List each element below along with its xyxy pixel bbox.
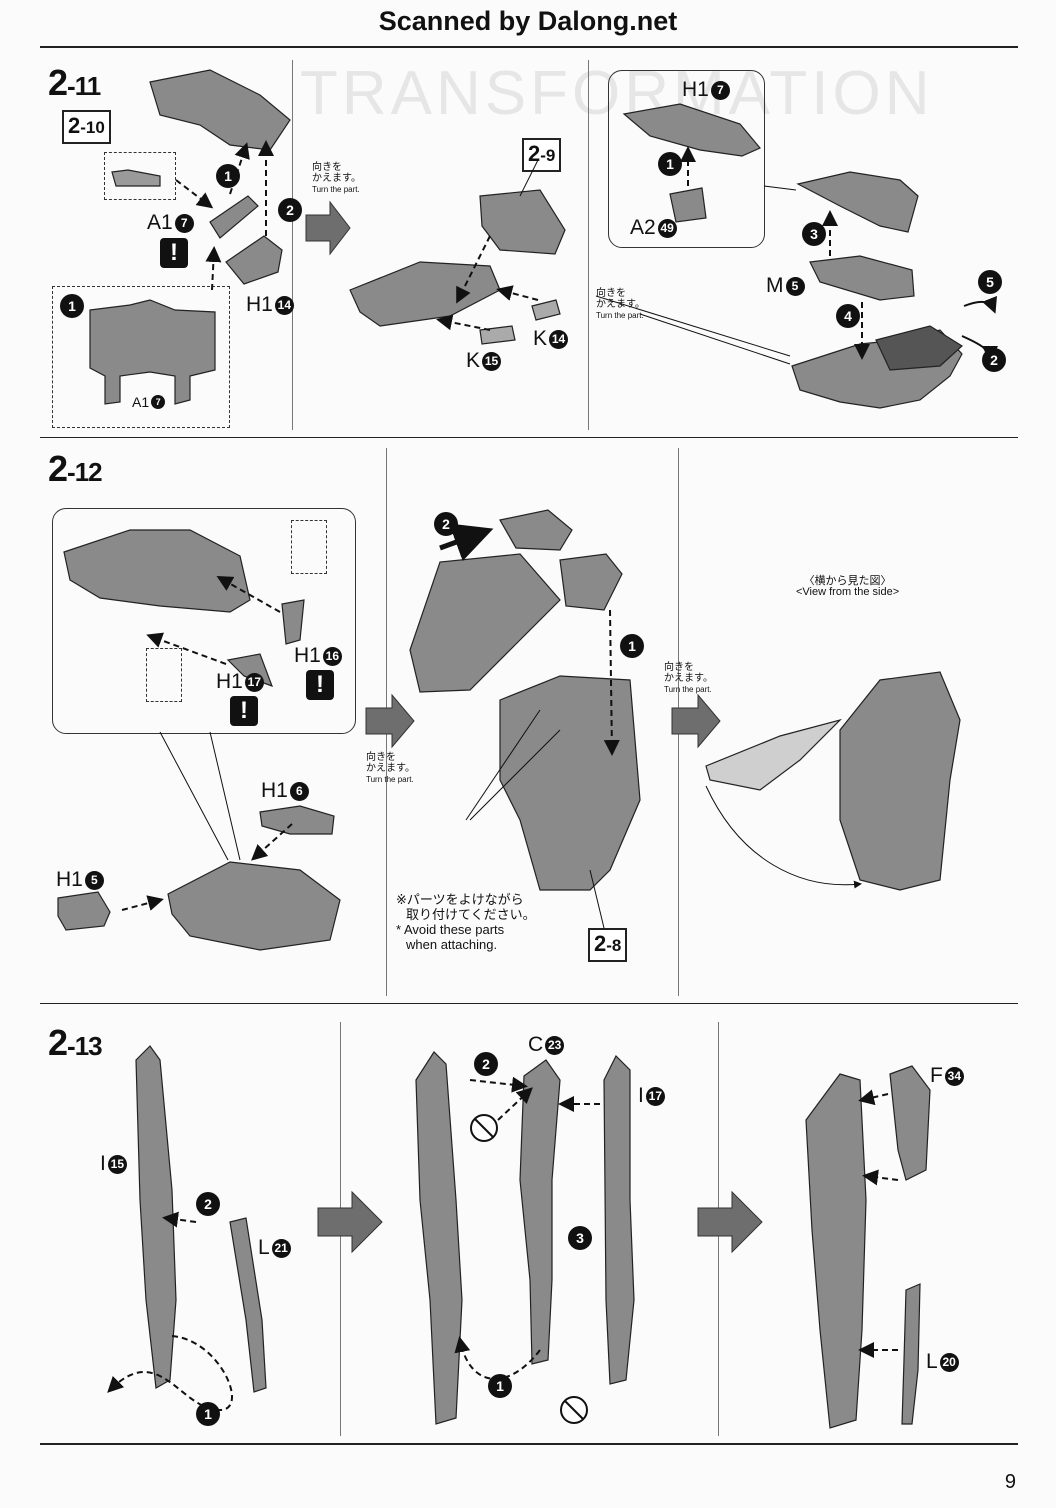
turn-part-note-4: 向きをかえます。Turn the part. <box>664 662 713 694</box>
turn-part-note-2: 向きをかえます。Turn the part. <box>596 288 645 320</box>
section-divider-2 <box>40 1003 1018 1004</box>
ref-step-2-8: 2-8 <box>588 928 628 962</box>
section-divider-1 <box>40 437 1018 438</box>
side-view-label: 〈横から見た図〉<View from the side> <box>796 575 900 598</box>
step-marker-1: 1 <box>216 164 240 188</box>
step-marker-4: 4 <box>836 304 860 328</box>
page-number: 9 <box>1004 1471 1016 1493</box>
ref-step-2-10: 2-10 <box>62 110 111 144</box>
bottom-rule <box>40 1443 1018 1445</box>
step-marker-1: 1 <box>60 294 84 318</box>
step-marker-2: 2 <box>474 1052 498 1076</box>
step-number-2-13: 2-13 <box>48 1022 103 1063</box>
col-sep-1 <box>292 60 293 430</box>
inset-parts-h116-h117 <box>52 508 356 734</box>
turn-part-note-1: 向きをかえます。Turn the part. <box>312 162 361 194</box>
step-marker-1: 1 <box>658 152 682 176</box>
caution-mark-h116: ! <box>306 670 334 700</box>
inset-part-h17-a249 <box>608 70 765 248</box>
avoid-parts-note: ※パーツをよけながら 取り付けてください。 * Avoid these part… <box>396 892 536 952</box>
top-rule <box>40 46 1018 48</box>
inset-mini-h116 <box>291 520 327 574</box>
col-sep-2 <box>588 60 589 430</box>
step-marker-2: 2 <box>982 348 1006 372</box>
step-marker-1: 1 <box>196 1402 220 1426</box>
step-marker-2: 2 <box>196 1192 220 1216</box>
turn-part-note-3: 向きをかえます。Turn the part. <box>366 752 415 784</box>
step-number-2-12: 2-12 <box>48 448 103 489</box>
caution-mark-h117: ! <box>230 696 258 726</box>
inset-small-part-a17 <box>104 152 176 200</box>
step-marker-2: 2 <box>434 512 458 536</box>
step-marker-2: 2 <box>278 198 302 222</box>
step-number-2-11: 2-11 <box>48 62 101 103</box>
ref-step-2-9: 2-9 <box>522 138 562 172</box>
step-marker-1: 1 <box>488 1374 512 1398</box>
step-marker-5: 5 <box>978 270 1002 294</box>
scan-credit: Scanned by Dalong.net <box>378 6 678 36</box>
step-marker-3: 3 <box>802 222 826 246</box>
step-marker-1: 1 <box>620 634 644 658</box>
step-marker-3: 3 <box>568 1226 592 1250</box>
inset-mini-h117 <box>146 648 182 702</box>
inset-part-a17-detail <box>52 286 230 428</box>
caution-mark-a17: ! <box>160 238 188 268</box>
